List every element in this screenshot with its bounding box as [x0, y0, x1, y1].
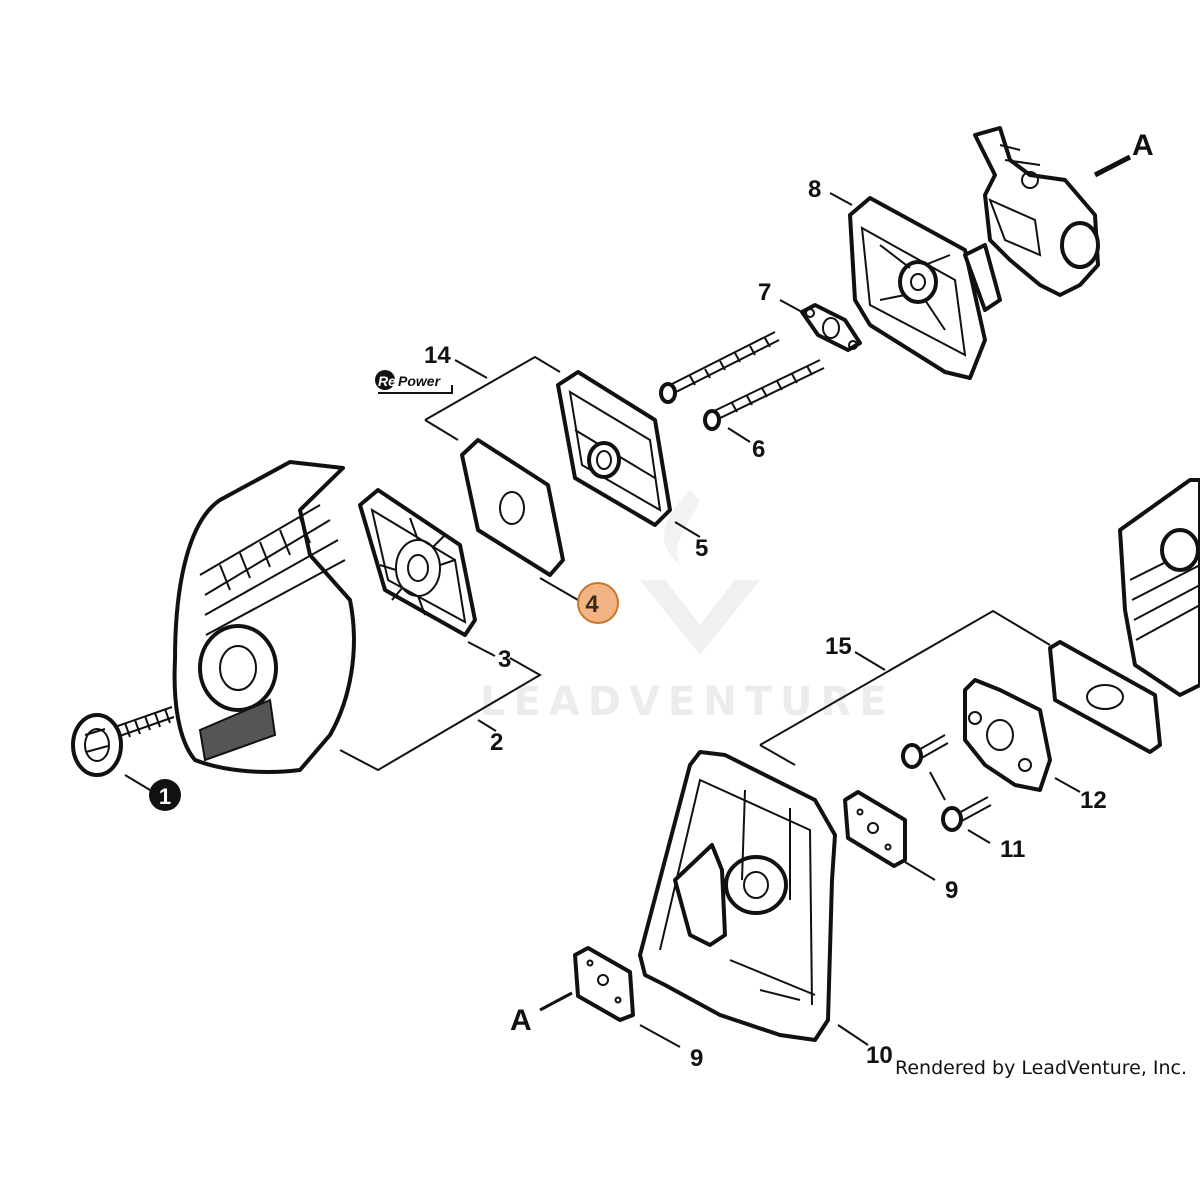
callout-4: 4 — [585, 591, 599, 618]
repower-badge-text: Power — [398, 373, 442, 389]
part-9-gasket-lower — [573, 946, 635, 1022]
part-1-screw — [111, 706, 175, 739]
label-5: 5 — [695, 535, 708, 562]
watermark-logo — [640, 580, 760, 655]
part-5-filter-housing — [556, 370, 672, 527]
label-10: 10 — [866, 1042, 893, 1069]
label-2: 2 — [490, 729, 503, 756]
leader-9b — [639, 1024, 681, 1048]
svg-text:Re: Re — [378, 373, 396, 389]
part-7-plate — [800, 303, 862, 352]
leader-6 — [727, 427, 751, 443]
leader-4 — [539, 577, 579, 601]
leader-11 — [967, 829, 991, 844]
part-1-knob — [71, 706, 175, 777]
watermark-text: LEADVENTURE — [480, 679, 895, 725]
label-7: 7 — [758, 279, 771, 306]
part-12-intake — [963, 678, 1052, 792]
callout-4-circle — [577, 582, 619, 624]
leader-1 — [124, 774, 151, 791]
repower-badge: Re Power — [375, 370, 453, 394]
leader-8 — [829, 192, 853, 206]
label-9b: 9 — [690, 1045, 703, 1072]
part-10-filter-base — [638, 750, 837, 1042]
bracket-15 — [759, 609, 1051, 766]
leader-a-bottom — [539, 991, 573, 1012]
label-a-bottom: A — [510, 1004, 532, 1037]
watermark: LEADVENTURE — [480, 490, 895, 725]
part-8-adapter — [848, 196, 1002, 380]
leader-12 — [1054, 777, 1081, 793]
label-9a: 9 — [945, 877, 958, 904]
label-6: 6 — [752, 436, 765, 463]
leader-5 — [674, 521, 701, 538]
leader-9a — [904, 861, 936, 881]
part-4-filter-pad — [460, 438, 565, 577]
part-9-gasket-upper — [843, 790, 907, 868]
leader-3 — [467, 641, 496, 657]
part-11-screws — [901, 734, 992, 832]
bracket-2 — [339, 657, 543, 772]
part-2-filter-cover — [172, 460, 356, 774]
part-6-bolts — [659, 331, 825, 431]
part-3-filter-frame — [358, 488, 477, 637]
label-12: 12 — [1080, 787, 1107, 814]
label-8: 8 — [808, 176, 821, 203]
leader-7 — [779, 299, 803, 313]
bracket-14 — [424, 355, 561, 441]
label-3: 3 — [498, 646, 511, 673]
label-15: 15 — [825, 633, 852, 660]
callout-1-circle — [149, 779, 181, 811]
label-14: 14 — [424, 342, 451, 369]
watermark-flame — [663, 490, 700, 565]
leader-10 — [837, 1024, 869, 1046]
cylinder-gasket — [1048, 640, 1162, 754]
label-11: 11 — [1000, 836, 1025, 863]
carburetor — [973, 126, 1100, 297]
leader-a-top — [1093, 154, 1132, 178]
engine-cylinder — [1118, 478, 1200, 697]
render-credit: Rendered by LeadVenture, Inc. — [895, 1057, 1187, 1079]
label-a-top: A — [1132, 129, 1154, 162]
callout-1: 1 — [159, 784, 171, 809]
